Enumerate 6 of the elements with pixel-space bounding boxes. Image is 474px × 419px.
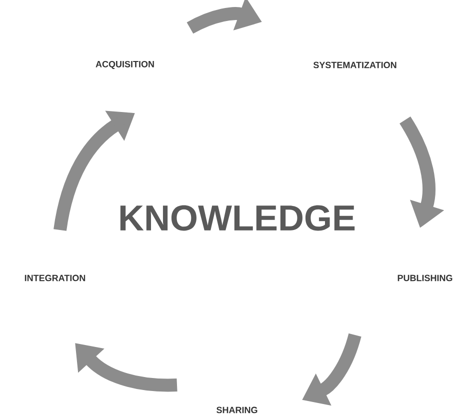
stage-label: SHARING xyxy=(216,406,258,414)
stage-label: INTEGRATION xyxy=(24,274,86,282)
stage-label: ACQUISITION xyxy=(96,60,154,70)
stage-label: PUBLISHING xyxy=(398,274,452,282)
center-title: KNOWLEDGE xyxy=(120,205,355,231)
stage-label: SYSTEMATIZATION xyxy=(313,62,396,68)
